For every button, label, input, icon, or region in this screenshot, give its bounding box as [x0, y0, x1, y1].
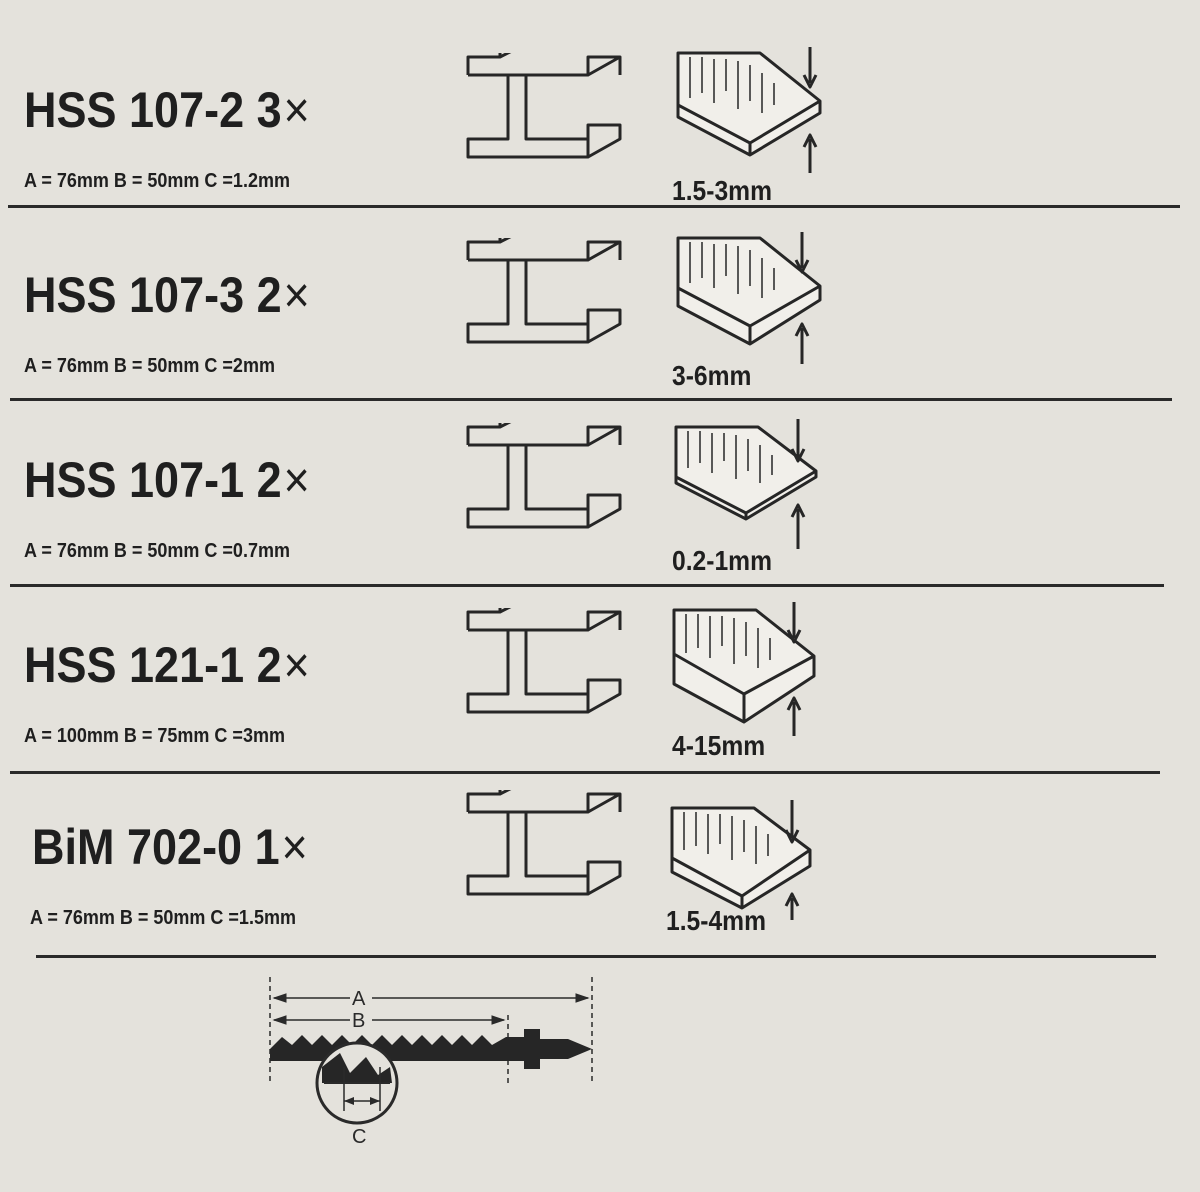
- sheet-thickness-icon: [674, 419, 818, 549]
- blade-model-title: BiM 702-0 1×: [32, 822, 308, 872]
- row-divider: [8, 205, 1180, 208]
- blade-quantity: 1: [254, 819, 280, 875]
- blade-dimensions: A = 100mm B = 75mm C =3mm: [24, 725, 285, 747]
- dimension-label-a: A: [350, 987, 372, 1010]
- blade-row: HSS 107-2 3× A = 76mm B = 50mm C =1.2mm …: [0, 15, 1200, 206]
- dim-b-label: B: [352, 1010, 365, 1032]
- multiplier-symbol: ×: [283, 637, 310, 693]
- jigsaw-blade-shape: [270, 1029, 592, 1069]
- row-divider: [10, 584, 1164, 587]
- row-divider: [10, 771, 1160, 774]
- blade-dimension-diagram: A B C: [269, 977, 593, 1148]
- blade-model-title: HSS 107-3 2×: [24, 270, 310, 320]
- dimension-label-b: B: [350, 1009, 372, 1032]
- i-beam-profile-icon: [466, 790, 622, 896]
- blade-quantity: 3: [256, 82, 282, 138]
- blade-model: HSS 107-2: [24, 82, 245, 138]
- cutting-thickness: 1.5-4mm: [666, 905, 766, 936]
- blade-quantity: 2: [256, 267, 282, 323]
- cutting-thickness: 0.2-1mm: [672, 545, 772, 576]
- cutting-thickness: 1.5-3mm: [672, 175, 772, 206]
- blade-model-title: HSS 121-1 2×: [24, 640, 310, 690]
- blade-dimensions: A = 76mm B = 50mm C =1.2mm: [24, 170, 290, 192]
- blade-row: BiM 702-0 1× A = 76mm B = 50mm C =1.5mm …: [0, 752, 1200, 942]
- blade-row: HSS 121-1 2× A = 100mm B = 75mm C =3mm 4…: [0, 570, 1200, 761]
- blade-row: HSS 107-1 2× A = 76mm B = 50mm C =0.7mm …: [0, 385, 1200, 576]
- sheet-thickness-icon: [676, 47, 822, 173]
- blade-model: HSS 121-1: [24, 637, 245, 693]
- i-beam-profile-icon: [466, 53, 622, 159]
- blade-dimensions: A = 76mm B = 50mm C =1.5mm: [30, 907, 296, 929]
- blade-model-title: HSS 107-1 2×: [24, 455, 310, 505]
- i-beam-profile-icon: [466, 238, 622, 344]
- dim-c-label: C: [352, 1126, 366, 1148]
- multiplier-symbol: ×: [281, 819, 308, 875]
- sheet-thickness-icon: [676, 232, 822, 364]
- blade-dimensions: A = 76mm B = 50mm C =0.7mm: [24, 540, 290, 562]
- blade-model: BiM 702-0: [32, 819, 243, 875]
- cutting-thickness: 3-6mm: [672, 360, 752, 391]
- multiplier-symbol: ×: [283, 267, 310, 323]
- blade-quantity: 2: [256, 637, 282, 693]
- multiplier-symbol: ×: [283, 452, 310, 508]
- multiplier-symbol: ×: [283, 82, 310, 138]
- i-beam-profile-icon: [466, 608, 622, 714]
- blade-dimensions: A = 76mm B = 50mm C =2mm: [24, 355, 275, 377]
- blade-model: HSS 107-1: [24, 452, 245, 508]
- cutting-thickness: 4-15mm: [672, 730, 766, 761]
- blade-row: HSS 107-3 2× A = 76mm B = 50mm C =2mm 3-…: [0, 200, 1200, 391]
- row-divider: [36, 955, 1156, 958]
- sheet-thickness-icon: [670, 800, 812, 920]
- dim-a-label: A: [352, 988, 366, 1010]
- i-beam-profile-icon: [466, 423, 622, 529]
- row-divider: [10, 398, 1172, 401]
- blade-model: HSS 107-3: [24, 267, 245, 323]
- blade-model-title: HSS 107-2 3×: [24, 85, 310, 135]
- sheet-thickness-icon: [672, 602, 816, 736]
- blade-quantity: 2: [256, 452, 282, 508]
